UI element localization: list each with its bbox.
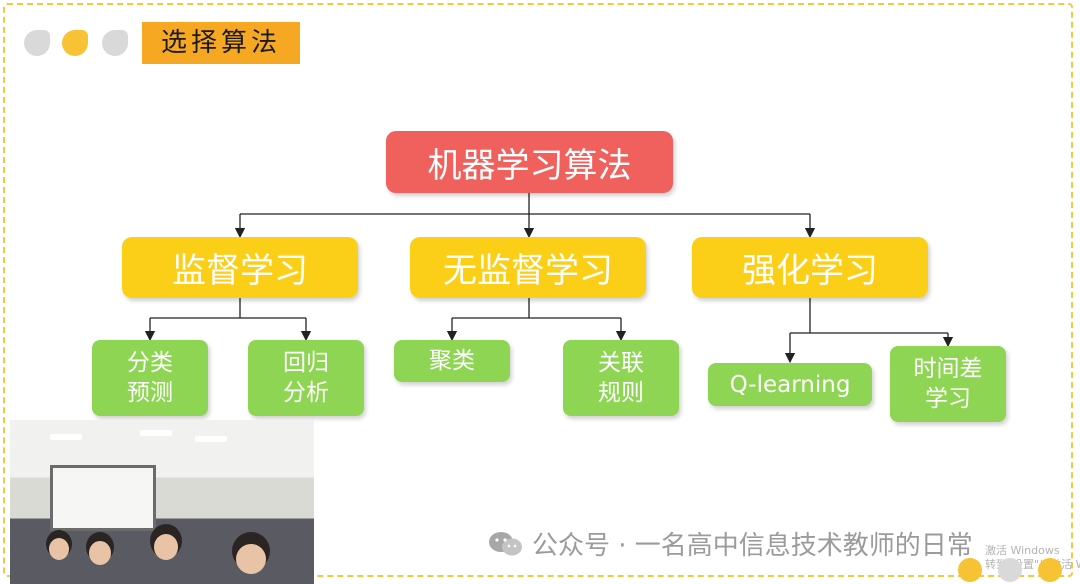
leaf-classification-prediction: 分类 预测 xyxy=(92,340,208,416)
decor-dot-yellow xyxy=(958,558,982,582)
decor-dot-gray xyxy=(24,30,50,56)
leaf-clustering: 聚类 xyxy=(394,340,510,382)
leaf-regression-analysis: 回归 分析 xyxy=(248,340,364,416)
wechat-icon xyxy=(489,531,522,555)
decor-dot-gray xyxy=(102,30,128,56)
category-supervised: 监督学习 xyxy=(122,237,358,298)
leaf-line: 聚类 xyxy=(429,348,475,374)
watermark-text: 公众号 · 一名高中信息技术教师的日常 xyxy=(532,531,973,561)
whiteboard xyxy=(50,465,156,531)
student-face xyxy=(236,544,266,574)
decor-dot-yellow xyxy=(1038,558,1062,582)
leaf-temporal-difference: 时间差 学习 xyxy=(890,346,1006,422)
student-face xyxy=(154,534,178,560)
student-face xyxy=(89,541,111,565)
slide-title: 选择算法 xyxy=(142,22,300,64)
watermark: 公众号 · 一名高中信息技术教师的日常 xyxy=(488,525,973,562)
category-reinforcement: 强化学习 xyxy=(692,237,928,298)
ceiling-light xyxy=(50,434,82,440)
student-face xyxy=(49,538,69,560)
leaf-line: 学习 xyxy=(925,386,971,412)
ceiling-light xyxy=(195,436,227,442)
leaf-association-rules: 关联 规则 xyxy=(563,340,679,416)
classroom-video-overlay xyxy=(10,420,314,584)
leaf-line: 时间差 xyxy=(913,356,983,382)
leaf-line: Q-learning xyxy=(729,371,851,398)
activation-line: 激活 Windows xyxy=(985,544,1060,557)
leaf-line: 分析 xyxy=(283,380,329,406)
slide-border xyxy=(3,3,1073,577)
leaf-line: 回归 xyxy=(283,350,329,376)
leaf-line: 规则 xyxy=(598,380,644,406)
root-node: 机器学习算法 xyxy=(386,131,673,193)
leaf-line: 分类 xyxy=(127,350,173,376)
decor-dot-gray xyxy=(998,558,1022,582)
leaf-q-learning: Q-learning xyxy=(708,363,872,406)
leaf-line: 预测 xyxy=(127,380,173,406)
ceiling-light xyxy=(140,430,172,436)
leaf-line: 关联 xyxy=(598,350,644,376)
category-unsupervised: 无监督学习 xyxy=(410,237,646,298)
decor-dot-yellow xyxy=(62,30,88,56)
